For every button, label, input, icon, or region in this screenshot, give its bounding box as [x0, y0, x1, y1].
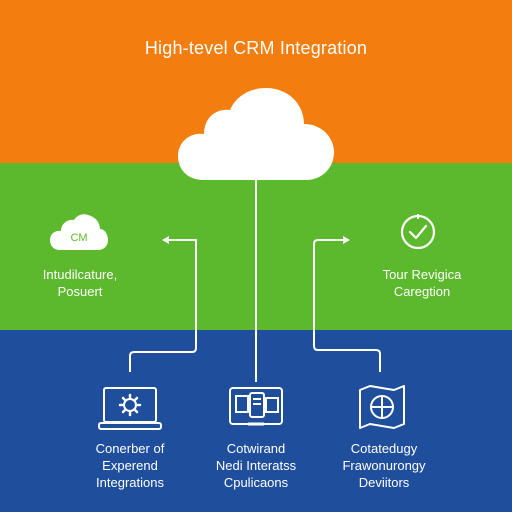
devices-label-line-3: Deviitors [358, 475, 410, 490]
applications-label-line-1: Cotwirand [226, 441, 286, 456]
applications-node-label: Cotwirand Nedi Interatss Cpulicaons [196, 440, 316, 491]
laptop-gear-icon [98, 387, 162, 430]
devices-label-line-2: Frawonurongy [342, 458, 426, 473]
devices-label-line-1: Cotatedugy [350, 441, 418, 456]
arrowhead-right [343, 236, 350, 244]
service-label-line-1: Tour Revigica [382, 267, 462, 282]
integrations-label-line-1: Conerber of [95, 441, 165, 456]
arrowhead-left [162, 236, 169, 244]
connector-crm-integrations [129, 239, 197, 372]
cloud-icon [178, 88, 334, 180]
connector-service-devices [313, 239, 381, 372]
clock-check-icon [400, 214, 436, 250]
crm-label-line-1: Intudilcature, [42, 267, 118, 282]
diagram-title: High-tevel CRM Integration [144, 38, 368, 58]
crm-badge-text: CM [70, 232, 87, 244]
cloud-crm-icon: CM [50, 214, 108, 250]
service-label-line-2: Caregtion [393, 284, 451, 299]
service-node-label: Tour Revigica Caregtion [362, 266, 482, 300]
devices-node-label: Cotatedugy Frawonurongy Deviitors [324, 440, 444, 491]
crm-node-label: Intudilcature, Posuert [20, 266, 140, 300]
crm-label-line-2: Posuert [57, 284, 103, 299]
integrations-label-line-2: Experend [102, 458, 158, 473]
device-panel-icon [229, 387, 283, 426]
globe-map-icon [359, 385, 405, 429]
integrations-node-label: Conerber of Experend Integrations [70, 440, 190, 491]
applications-label-line-3: Cpulicaons [223, 475, 289, 490]
applications-label-line-2: Nedi Interatss [215, 458, 297, 473]
integrations-label-line-3: Integrations [96, 475, 164, 490]
